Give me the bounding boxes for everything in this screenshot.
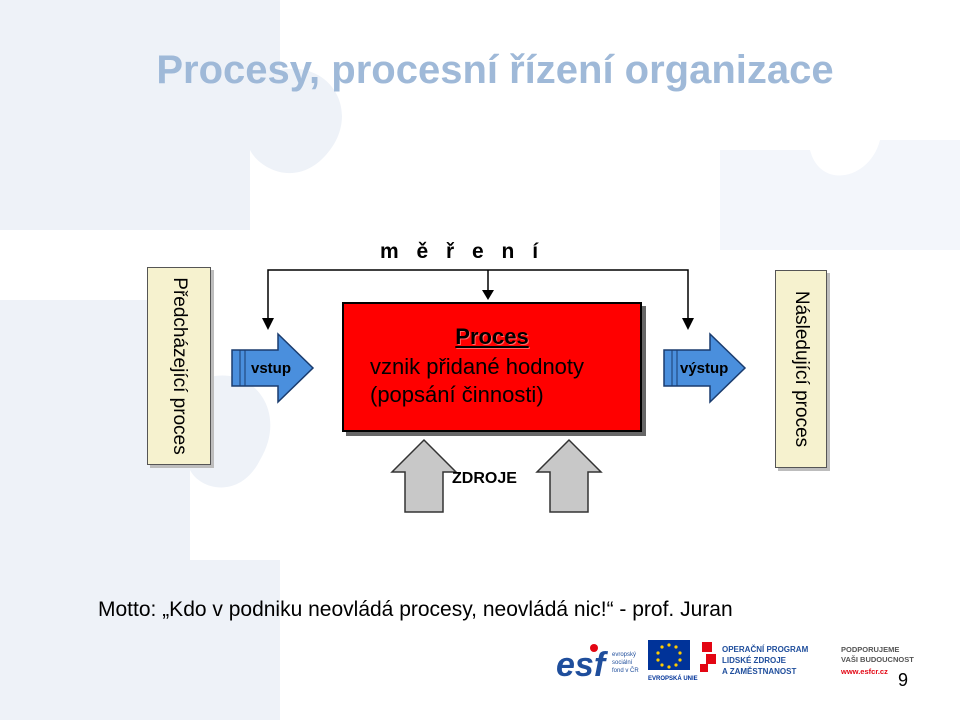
footer-logos: esf evropský sociální fond v ČR EVROPSKÁ… <box>556 636 936 692</box>
measurement-arrow-left <box>262 318 274 330</box>
svg-text:evropský: evropský <box>612 652 636 658</box>
process-box: Proces vznik přidané hodnoty (popsání či… <box>342 302 642 432</box>
resource-arrow-right <box>537 440 601 512</box>
svg-text:A ZAMĚSTNANOST: A ZAMĚSTNANOST <box>722 667 796 676</box>
svg-text:fond v ČR: fond v ČR <box>612 667 639 674</box>
motto-text: Motto: „Kdo v podniku neovládá procesy, … <box>98 598 733 622</box>
process-description-line1: vznik přidané hodnoty <box>370 354 584 380</box>
resource-arrow-left <box>392 440 456 512</box>
eu-flag-logo: EVROPSKÁ UNIE <box>648 640 698 682</box>
svg-text:esf: esf <box>556 646 609 684</box>
svg-text:LIDSKÉ ZDROJE: LIDSKÉ ZDROJE <box>722 656 787 665</box>
measurement-arrow-right <box>682 318 694 330</box>
measurement-arrowhead-center <box>482 290 494 300</box>
svg-text:VAŠI BUDOUCNOST: VAŠI BUDOUCNOST <box>841 655 914 664</box>
svg-text:www.esfcr.cz: www.esfcr.cz <box>840 667 888 676</box>
process-title: Proces <box>344 324 640 350</box>
svg-text:sociální: sociální <box>612 660 633 666</box>
process-description-line2: (popsání činnosti) <box>370 382 544 408</box>
resources-label: ZDROJE <box>452 470 517 488</box>
esf-logo: esf evropský sociální fond v ČR <box>556 644 639 684</box>
output-label: výstup <box>680 360 728 377</box>
svg-text:PODPORUJEME: PODPORUJEME <box>841 645 899 654</box>
op-lzz-logo: OPERAČNÍ PROGRAM LIDSKÉ ZDROJE A ZAMĚSTN… <box>700 642 809 676</box>
svg-text:OPERAČNÍ PROGRAM: OPERAČNÍ PROGRAM <box>722 645 809 654</box>
eu-label: EVROPSKÁ UNIE <box>648 675 698 682</box>
input-label: vstup <box>251 360 291 377</box>
page-number: 9 <box>898 670 908 691</box>
